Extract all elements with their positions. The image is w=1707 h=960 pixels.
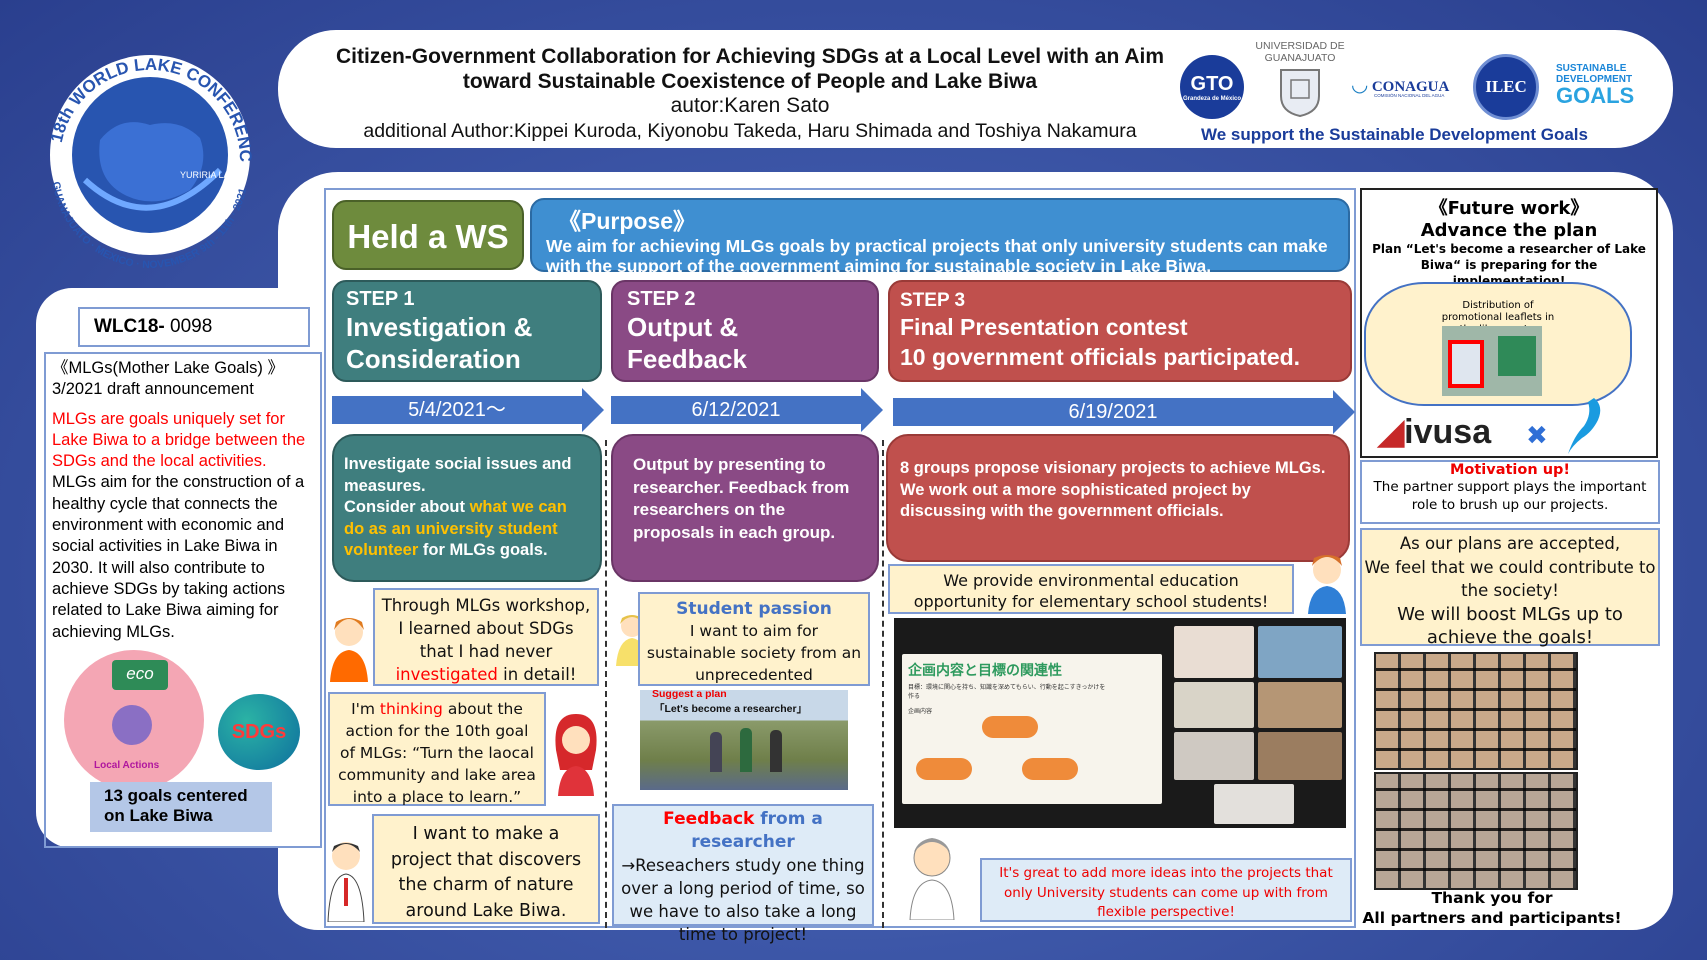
ilec-logo: ILEC xyxy=(1473,54,1539,120)
cross-icon: ✖ xyxy=(1526,420,1548,450)
online-presentation-screenshot: 企画内容と目標の関連性 目標：環境に関心を持ち、知識を深めてもらい、行動を起こす… xyxy=(894,618,1346,828)
student-avatar-girl xyxy=(548,710,604,796)
header-panel xyxy=(278,30,1673,148)
eco-board: eco xyxy=(112,660,168,690)
held-ws-box: Held a WS xyxy=(332,200,524,270)
university-logo: UNIVERSIDAD DE GUANAJUATO xyxy=(1245,40,1355,120)
step3-header: STEP 3 Final Presentation contest 10 gov… xyxy=(888,280,1352,382)
conagua-logo: ◡ CONAGUA COMISIÓN NACIONAL DEL AGUA xyxy=(1352,74,1450,98)
mlg-heading: 《MLGs(Mother Lake Goals) 》 xyxy=(52,359,284,377)
step3-date-arrow: 6/19/2021 xyxy=(893,390,1355,434)
participants-gallery-1 xyxy=(1374,652,1578,770)
motivation-box: Motivation up! The partner support plays… xyxy=(1360,460,1660,524)
step2-date-arrow: 6/12/2021 xyxy=(611,388,883,432)
note-feedback-researcher: Feedback from a researcher →Reseachers s… xyxy=(612,804,874,944)
lake-name: YURIRIA LAKE xyxy=(180,170,242,180)
ivusa-logo: ◢ivusa xyxy=(1378,413,1492,451)
mlg-sub: 3/2021 draft announcement xyxy=(52,380,254,399)
step2-body: Output by presenting to researcher. Feed… xyxy=(611,434,879,582)
purpose-box: 《Purpose》 We aim for achieving MLGs goal… xyxy=(530,198,1350,276)
support-sdg-text: We support the Sustainable Development G… xyxy=(1201,125,1588,144)
note-flexible-perspective: It's great to add more ideas into the pr… xyxy=(980,858,1352,922)
author: autor:Karen Sato xyxy=(670,94,830,117)
student-avatar-boy-1 xyxy=(324,612,374,682)
note-learned-sdgs: Through MLGs workshop,I learned about SD… xyxy=(373,588,599,686)
step1-date-arrow: 5/4/2021～ xyxy=(332,388,604,432)
goals-caption: 13 goals centered on Lake Biwa xyxy=(90,782,272,832)
note-thinking-10th-goal: I'm thinking about the action for the 10… xyxy=(328,692,546,806)
note-charm-of-nature: I want to make a project that discovers … xyxy=(372,814,600,924)
gto-logo: GTO Grandeza de México xyxy=(1180,55,1244,119)
step3-body: 8 groups propose visionary projects to a… xyxy=(886,434,1350,562)
poster-title-line2: toward Sustainable Coexistence of People… xyxy=(462,70,1038,93)
mlg-body: MLGs aim for the construction of a healt… xyxy=(52,473,305,641)
main-inner-frame xyxy=(324,188,1356,928)
poster-title-line1: Citizen-Government Collaboration for Ach… xyxy=(335,45,1165,68)
column-separator-1 xyxy=(605,440,607,928)
thanks-text: Thank you for All partners and participa… xyxy=(1362,889,1622,927)
local-actions-graphic: eco Local Actions xyxy=(64,650,204,790)
future-work-box: 《Future work》 Advance the plan Plan “Let… xyxy=(1360,188,1658,458)
step1-header: STEP 1 Investigation & Consideration xyxy=(332,280,602,382)
mlg-box: 《MLGs(Mother Lake Goals) 》 3/2021 draft … xyxy=(44,352,322,848)
paper-id-box: WLC18- 0098 xyxy=(78,307,310,347)
column-separator-2 xyxy=(882,440,884,928)
step1-body: Investigate social issues and measures. … xyxy=(332,434,602,582)
note-environmental-education: We provide environmental education oppor… xyxy=(888,564,1294,614)
leaflet-cloud: Distribution of promotional leaflets in … xyxy=(1364,282,1632,406)
local-actions-label: Local Actions xyxy=(94,760,160,771)
sdgs-globe: SDGs xyxy=(218,694,300,770)
suggest-plan-label: Suggest a plan xyxy=(652,690,727,700)
conference-logo: 18th WORLD LAKE CONFERENCE GUANAJUATO · … xyxy=(24,15,270,271)
purpose-text: We aim for achieving MLGs goals by pract… xyxy=(546,236,1328,276)
additional-authors: additional Author:Kippei Kuroda, Kiyonob… xyxy=(363,120,1137,142)
presentation-slide: 企画内容と目標の関連性 目標：環境に関心を持ち、知識を深めてもらい、行動を起こす… xyxy=(902,654,1162,804)
student-avatar-boy-2 xyxy=(324,836,368,923)
photo-caption: 「Let's become a researcher」 xyxy=(654,703,808,715)
purpose-title: 《Purpose》 xyxy=(558,208,697,234)
plans-accepted-box: As our plans are accepted, We feel that … xyxy=(1360,528,1660,648)
note-student-passion: Student passion I want to aim for sustai… xyxy=(638,592,870,706)
researcher-field-photo: Suggest a plan 「Let's become a researche… xyxy=(640,690,848,790)
mlg-red-text: MLGs are goals uniquely set for Lake Biw… xyxy=(52,409,306,471)
step2-header: STEP 2 Output & Feedback xyxy=(611,280,879,382)
sdg-logo: SUSTAINABLE DEVELOPMENT GOALS xyxy=(1556,63,1635,108)
lake-biwa-icon xyxy=(1564,396,1608,456)
student-avatar-boy-4 xyxy=(1302,548,1352,614)
participants-gallery-2 xyxy=(1374,772,1578,890)
government-official-avatar xyxy=(902,832,962,921)
